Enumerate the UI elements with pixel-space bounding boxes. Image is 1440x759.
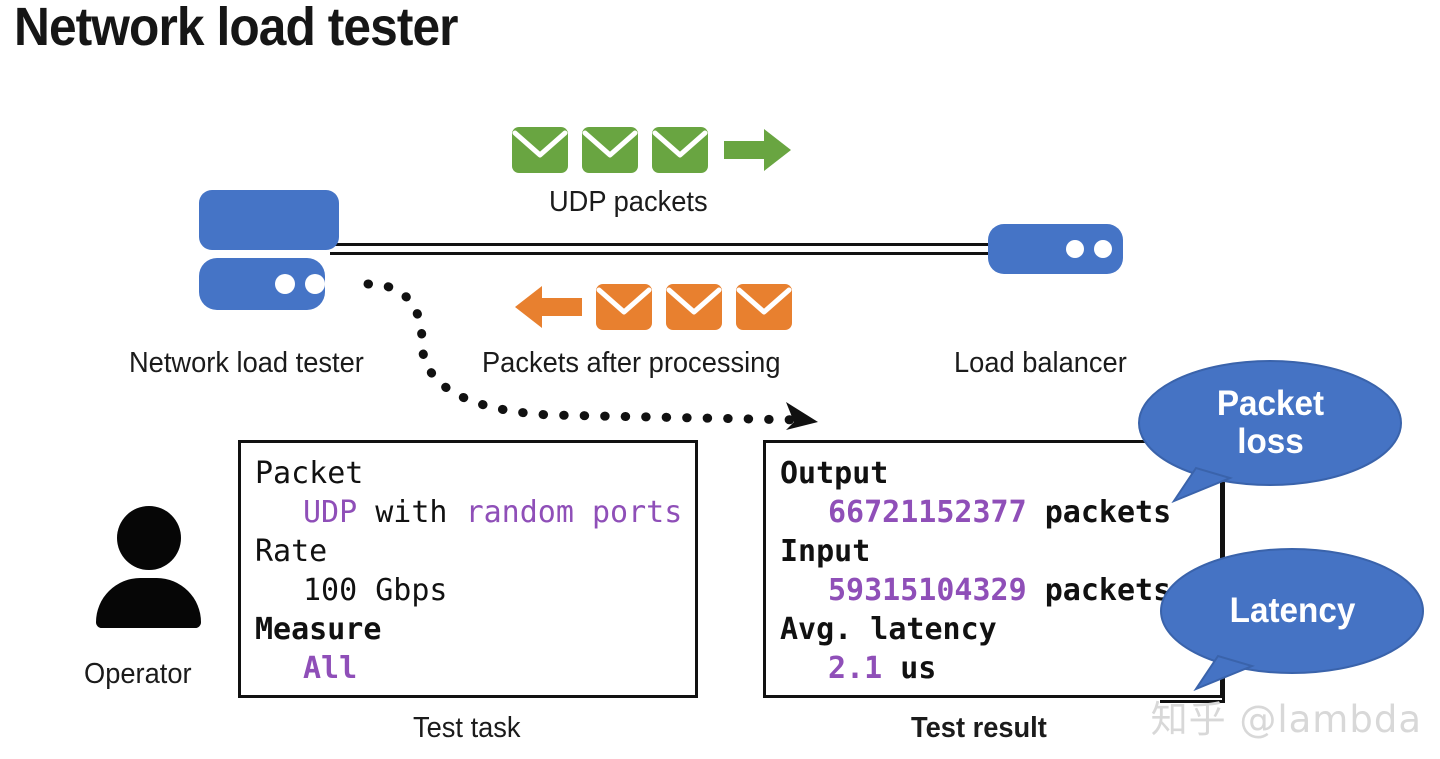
- code-token: with: [357, 495, 466, 530]
- code-line: 66721152377 packets: [828, 498, 1171, 528]
- code-token: Output: [780, 456, 889, 491]
- code-token: packets: [1026, 495, 1172, 530]
- code-line: Output: [780, 459, 888, 489]
- server-icon-top-unit: [199, 190, 339, 250]
- code-token: Measure: [255, 612, 382, 647]
- network-load-tester-label: Network load tester: [129, 347, 364, 379]
- test-result-caption: Test result: [911, 712, 1047, 744]
- code-token: 100 Gbps: [303, 573, 448, 608]
- server-icon-led-1: [275, 274, 295, 294]
- code-line: Rate: [255, 537, 327, 567]
- code-token: 2.1: [828, 651, 883, 686]
- envelope-icon: [582, 127, 638, 173]
- code-line: 59315104329 packets: [828, 576, 1171, 606]
- load-balancer-node[interactable]: [988, 224, 1123, 274]
- code-line: Packet: [255, 459, 363, 489]
- code-token: us: [882, 651, 937, 686]
- arrow-right-icon: [724, 128, 792, 172]
- code-token: random ports: [465, 495, 683, 530]
- load-balancer-icon-led-2: [1094, 240, 1112, 258]
- outbound-flow-label: UDP packets: [549, 186, 708, 218]
- code-line: Measure: [255, 615, 381, 645]
- callout-connector-line-bottom: [1160, 700, 1225, 703]
- envelope-icon: [736, 284, 792, 330]
- load-balancer-label: Load balancer: [954, 347, 1127, 379]
- envelope-icon: [652, 127, 708, 173]
- server-icon-bottom-unit: [199, 258, 325, 310]
- code-token: UDP: [303, 495, 358, 530]
- envelope-icon: [596, 284, 652, 330]
- code-token: Rate: [255, 534, 328, 569]
- code-token: 66721152377: [828, 495, 1027, 530]
- envelope-icon: [512, 127, 568, 173]
- operator-node[interactable]: [96, 506, 201, 628]
- inbound-packet-flow: [514, 284, 794, 334]
- code-line: All: [303, 654, 357, 684]
- server-icon-led-2: [305, 274, 325, 294]
- code-line: 100 Gbps: [303, 576, 448, 606]
- operator-label: Operator: [84, 658, 192, 690]
- person-icon-head: [117, 506, 181, 570]
- code-token: packets: [1026, 573, 1172, 608]
- code-line: Avg. latency: [780, 615, 997, 645]
- inbound-flow-label: Packets after processing: [482, 347, 781, 379]
- code-line: UDP with random ports: [303, 498, 682, 528]
- test-task-caption: Test task: [413, 712, 521, 744]
- code-token: All: [303, 651, 358, 686]
- envelope-icon: [666, 284, 722, 330]
- code-line: Input: [780, 537, 870, 567]
- network-link-line-top: [330, 243, 995, 246]
- network-load-tester-node[interactable]: [199, 190, 339, 310]
- code-line: 2.1 us: [828, 654, 936, 684]
- code-token: 59315104329: [828, 573, 1027, 608]
- person-icon-body: [96, 578, 201, 628]
- packet-loss-callout[interactable]: Packet loss: [1138, 360, 1403, 504]
- code-token: Avg. latency: [780, 612, 997, 647]
- watermark: 知乎 @lambda: [1150, 698, 1422, 741]
- result-dotted-arrow: [363, 279, 818, 430]
- code-token: Input: [780, 534, 871, 569]
- code-token: Packet: [255, 456, 364, 491]
- page-title: Network load tester: [14, 0, 458, 57]
- load-balancer-icon-led-1: [1066, 240, 1084, 258]
- arrow-left-icon: [514, 285, 582, 329]
- latency-callout[interactable]: Latency: [1160, 548, 1425, 692]
- network-link-line-bottom: [330, 252, 995, 255]
- outbound-packet-flow: [512, 127, 792, 177]
